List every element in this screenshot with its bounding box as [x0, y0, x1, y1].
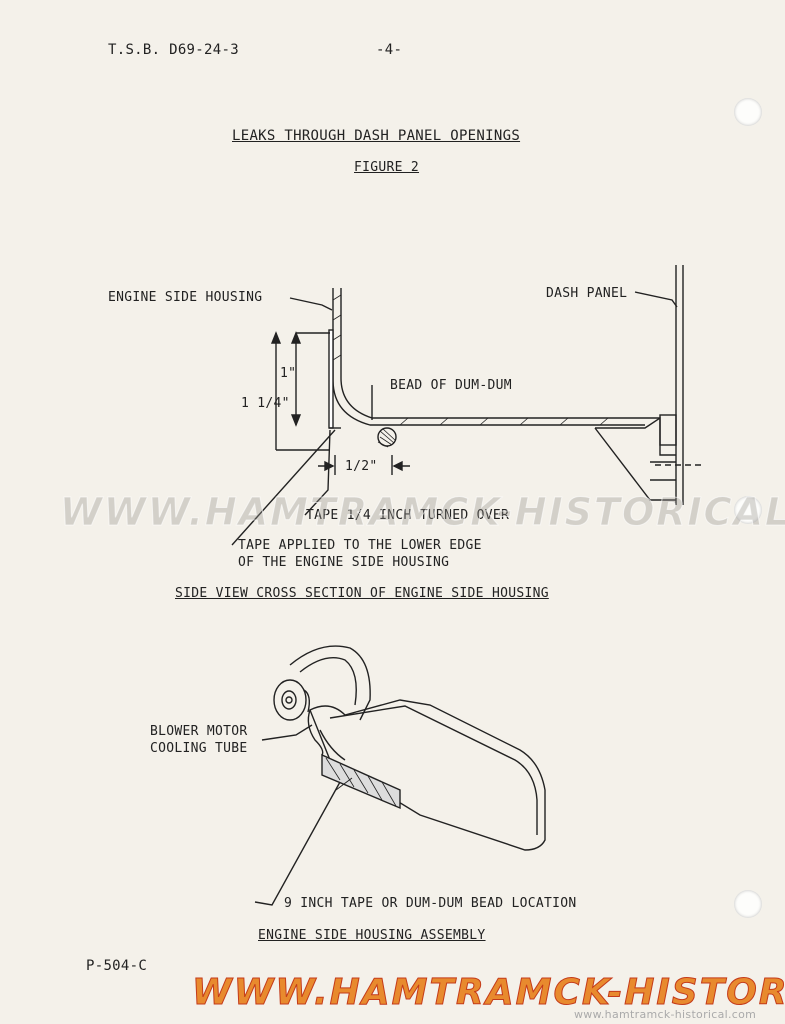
label-dash-panel: DASH PANEL: [546, 286, 628, 301]
form-code: P-504-C: [86, 958, 148, 974]
label-dimension-one-inch: 1": [280, 366, 297, 381]
figure-label: FIGURE 2: [354, 160, 420, 175]
caption-cross-section: SIDE VIEW CROSS SECTION OF ENGINE SIDE H…: [175, 586, 549, 601]
label-tape-turned-over: TAPE 1/4 INCH TURNED OVER: [306, 508, 510, 523]
label-dimension-one-quarter: 1 1/4": [241, 396, 290, 411]
punch-hole-middle: [734, 496, 762, 524]
label-blower-motor-line-1: BLOWER MOTOR: [150, 724, 248, 739]
watermark-corner: www.hamtramck-historical.com: [574, 1008, 757, 1021]
page-title: LEAKS THROUGH DASH PANEL OPENINGS: [232, 128, 521, 144]
punch-hole-top: [734, 98, 762, 126]
caption-housing-assembly: ENGINE SIDE HOUSING ASSEMBLY: [258, 928, 486, 943]
label-tape-location: 9 INCH TAPE OR DUM-DUM BEAD LOCATION: [284, 896, 577, 911]
watermark-bottom: WWW.HAMTRAMCK-HISTORICAL.COM: [192, 972, 785, 1014]
label-bead-of-dum-dum: BEAD OF DUM-DUM: [390, 378, 512, 393]
label-dimension-half-inch: 1/2": [345, 459, 378, 474]
label-tape-applied-line-1: TAPE APPLIED TO THE LOWER EDGE: [238, 538, 482, 553]
watermark-middle: WWW.HAMTRAMCK-HISTORICAL.COM: [60, 490, 785, 535]
label-engine-side-housing: ENGINE SIDE HOUSING: [108, 290, 263, 305]
label-tape-applied-line-2: OF THE ENGINE SIDE HOUSING: [238, 555, 450, 570]
label-blower-motor-line-2: COOLING TUBE: [150, 741, 248, 756]
bulletin-number: T.S.B. D69-24-3: [108, 42, 239, 58]
punch-hole-bottom: [734, 890, 762, 918]
page-number: -4-: [376, 42, 403, 58]
